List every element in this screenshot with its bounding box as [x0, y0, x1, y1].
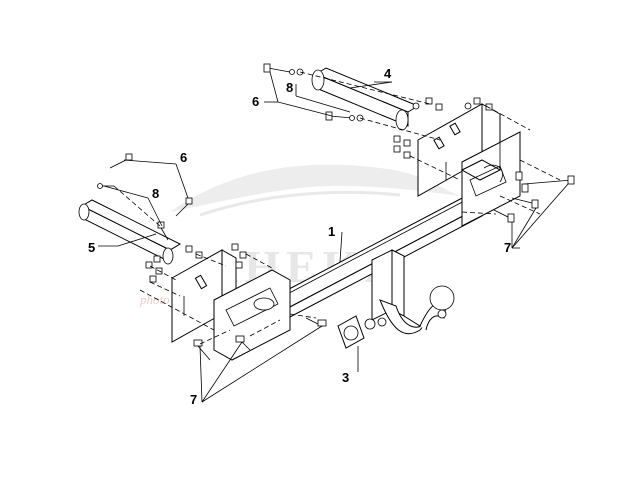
watermark-car-silhouette	[170, 164, 460, 212]
callout-6-left: 6	[180, 150, 187, 165]
callout-1: 1	[328, 224, 335, 239]
hardware	[97, 63, 575, 361]
right-mounting-bracket	[417, 103, 521, 227]
callout-8-left: 8	[152, 186, 159, 201]
assembly-lines	[113, 71, 561, 345]
callout-8-top: 8	[286, 80, 293, 95]
side-rail-4	[311, 67, 420, 131]
callout-7-right: 7	[504, 240, 511, 255]
callout-5: 5	[88, 240, 95, 255]
callout-6-top: 6	[252, 94, 259, 109]
side-rail-5	[78, 199, 182, 265]
tow-ball	[429, 285, 455, 311]
callout-3: 3	[342, 370, 349, 385]
callout-4: 4	[384, 66, 392, 81]
callout-labels: 1 3 4 5 6 6 7 7 8 8	[88, 66, 511, 407]
callout-7-bottom: 7	[190, 392, 197, 407]
left-mounting-bracket	[171, 249, 291, 361]
ball-neck-assembly	[337, 249, 455, 349]
callout-leaders	[98, 71, 569, 403]
